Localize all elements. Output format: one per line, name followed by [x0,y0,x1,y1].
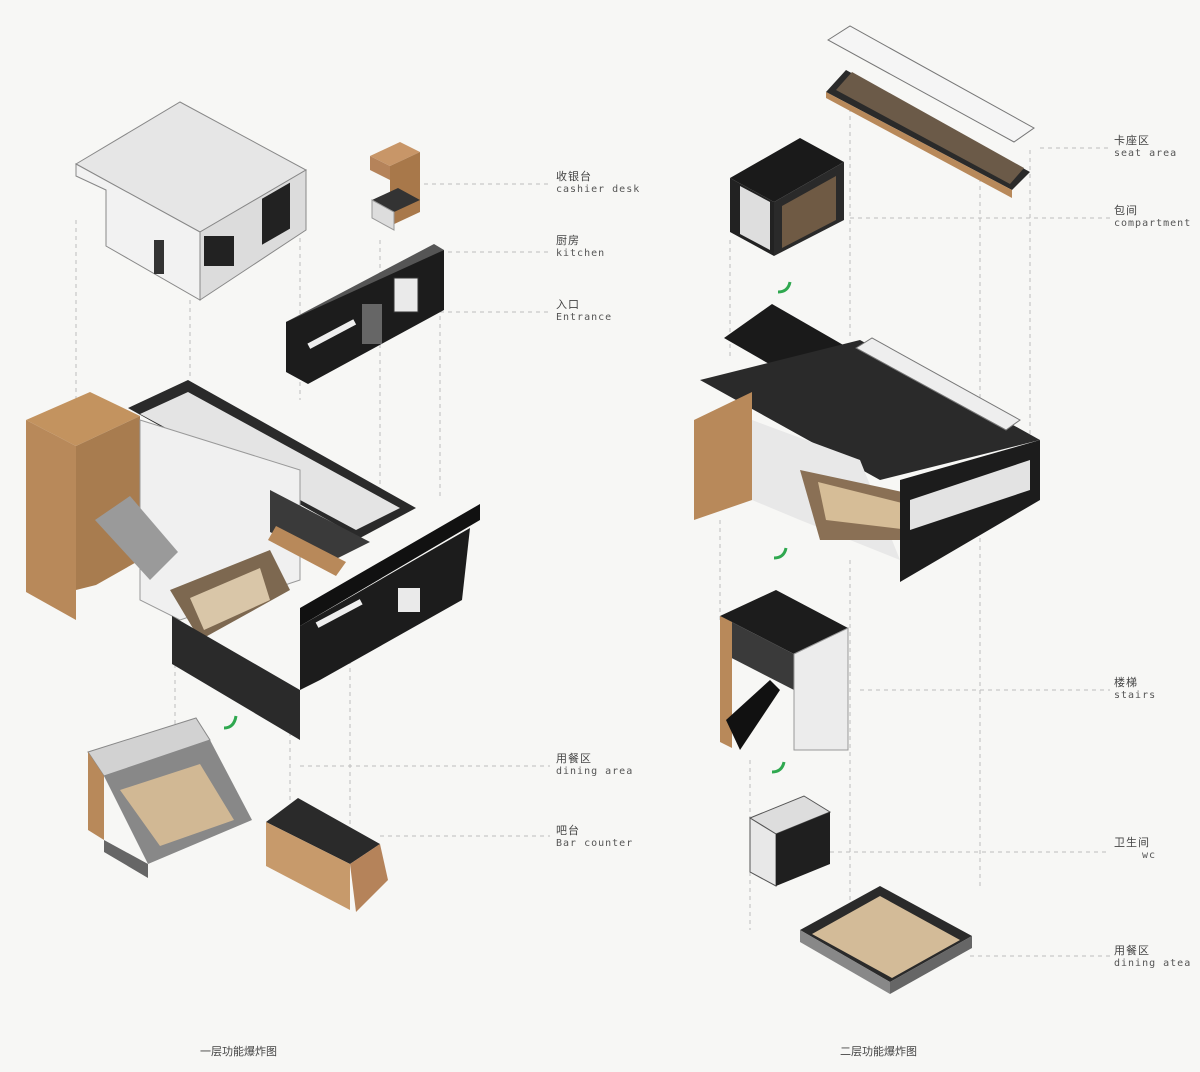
label-seat-area-cn: 卡座区 [1114,134,1150,147]
arrow-icons [223,281,792,774]
label-stairs-en: stairs [1114,690,1157,701]
label-bar-counter-en: Bar counter [556,838,634,849]
stairs-model [720,590,849,751]
compartment-model [730,138,844,256]
caption-second-floor: 二层功能爆炸图 [840,1045,917,1058]
label-bar-counter: 吧台 Bar counter [556,824,633,850]
label-compartment-cn: 包间 [1114,204,1138,217]
label-bar-counter-cn: 吧台 [556,824,580,837]
label-entrance-en: Entrance [556,312,613,323]
label-kitchen-cn: 厨房 [556,234,580,247]
label-dining-atea-cn: 用餐区 [1114,944,1150,957]
caption-ground-floor: 一层功能爆炸图 [200,1045,277,1058]
wc-model [748,795,832,887]
label-kitchen: 厨房 kitchen [556,234,605,260]
label-kitchen-en: kitchen [556,248,606,259]
label-compartment-en: compartment [1114,218,1192,229]
label-wc-cn: 卫生间 [1114,836,1150,849]
label-dining-area-en: dining area [556,766,634,777]
label-seat-area: 卡座区 seat area [1114,134,1177,160]
label-wc: 卫生间 wc [1114,836,1156,862]
upper-floor-model [694,304,1040,582]
entrance-facade-model [286,244,444,384]
label-cashier-desk: 收银台 cashier desk [556,170,640,196]
bar-counter-model [266,798,388,912]
cashier-desk-model [370,142,420,231]
label-dining-area: 用餐区 dining area [556,752,633,778]
lower-dining-model [800,886,972,994]
label-dining-atea: 用餐区 dining atea [1114,944,1191,970]
label-wc-en: wc [1142,850,1157,861]
kitchen-block [74,101,308,301]
label-seat-area-en: seat area [1114,148,1178,159]
ground-floor-model [26,380,480,740]
label-compartment: 包间 compartment [1114,204,1191,230]
label-cashier-desk-cn: 收银台 [556,170,592,183]
label-stairs-cn: 楼梯 [1114,676,1138,689]
label-dining-area-cn: 用餐区 [556,752,592,765]
label-stairs: 楼梯 stairs [1114,676,1156,702]
label-dining-atea-en: dining atea [1114,958,1192,969]
dining-area-model [87,717,252,878]
label-entrance-cn: 入口 [556,298,580,311]
seat-area-model [826,25,1035,198]
label-entrance: 入口 Entrance [556,298,612,324]
label-cashier-desk-en: cashier desk [556,184,641,195]
